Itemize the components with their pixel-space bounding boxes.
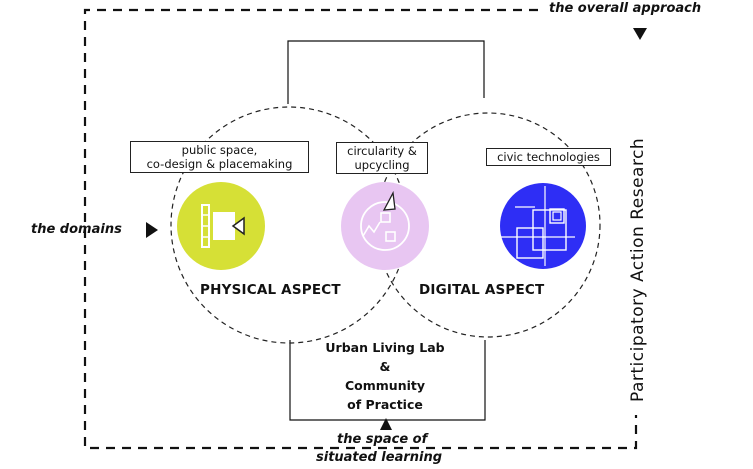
- circularity-box-line2: upcycling: [354, 158, 410, 172]
- bottom-bracket: [289, 340, 486, 421]
- overall-approach-arrow-icon: [633, 28, 647, 40]
- circularity-icon: [341, 182, 429, 270]
- space-arrow-icon: [380, 418, 392, 430]
- urban-living-lab-text: Urban Living Lab & Community of Practice: [300, 338, 470, 414]
- digital-aspect-icon: [500, 183, 586, 269]
- top-bracket: [287, 40, 485, 104]
- circularity-box-line1: circularity &: [347, 144, 417, 158]
- space-label-line1: the space of: [337, 432, 428, 447]
- domains-arrow-icon: [146, 222, 158, 238]
- circularity-box: circularity & upcycling: [336, 142, 428, 174]
- center-line2: &: [379, 359, 391, 374]
- physical-domain-box-line1: public space,: [181, 143, 258, 157]
- digital-aspect-heading: DIGITAL ASPECT: [419, 282, 545, 298]
- physical-aspect-icon: [177, 182, 265, 270]
- center-line1: Urban Living Lab: [325, 340, 445, 355]
- domains-label: the domains: [31, 222, 122, 237]
- overall-approach-label: the overall approach: [549, 1, 702, 16]
- center-line3: Community: [344, 378, 426, 393]
- physical-domain-box: public space, co-design & placemaking: [130, 141, 309, 173]
- civic-technologies-box: civic technologies: [486, 148, 611, 166]
- physical-aspect-heading: PHYSICAL ASPECT: [200, 282, 341, 298]
- space-label-line2: situated learning: [316, 450, 443, 465]
- center-line4: of Practice: [347, 397, 423, 412]
- participatory-action-research-label: Participatory Action Research: [628, 137, 648, 402]
- physical-domain-box-line2: co-design & placemaking: [146, 157, 293, 171]
